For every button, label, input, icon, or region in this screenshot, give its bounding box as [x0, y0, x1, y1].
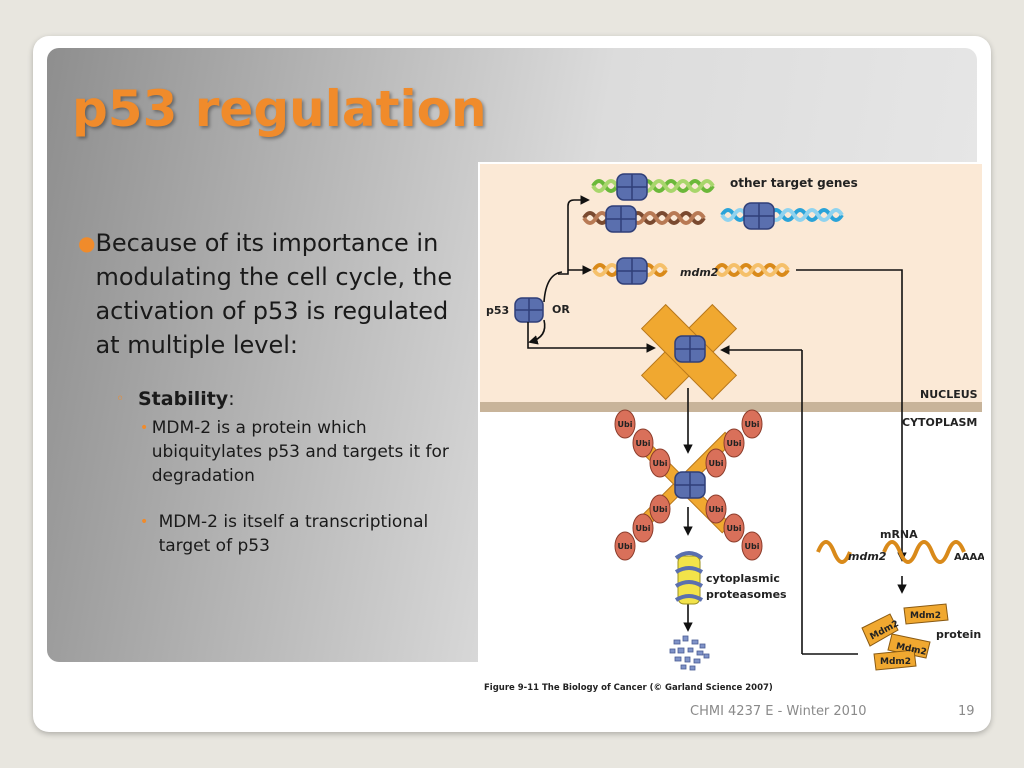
- ubi-label: Ubi: [618, 542, 633, 551]
- subsub-bullet-2: MDM-2 is itself a transcriptional target…: [158, 512, 429, 556]
- degraded-peptides-icon: [669, 635, 710, 671]
- label-other-target-genes: other target genes: [730, 176, 858, 190]
- label-proteasomes: proteasomes: [706, 588, 787, 601]
- dna-helix-blue: [720, 208, 844, 222]
- p53-tetramer-on-mdm2-gene: [616, 257, 648, 285]
- label-or: OR: [552, 303, 570, 316]
- bullet-level3-1: • MDM-2 is a protein which ubiquitylates…: [140, 416, 458, 488]
- stability-colon: :: [228, 388, 235, 410]
- mdm2-protein-icons: [861, 603, 949, 671]
- mdm2-p53-complex-nucleus: [640, 303, 738, 401]
- ubiquitin-labels: Ubi Ubi Ubi Ubi Ubi Ubi Ubi Ubi Ubi Ubi …: [618, 420, 760, 551]
- label-cytoplasmic: cytoplasmic: [706, 572, 780, 585]
- ubi-label: Ubi: [745, 420, 760, 429]
- proteasome-icon: [674, 551, 704, 605]
- ubi-label: Ubi: [618, 420, 633, 429]
- p53-regulation-figure: other target genes mdm2 p53 OR NUCLEUS C…: [478, 162, 984, 698]
- label-p53: p53: [486, 304, 509, 317]
- bullet-level3-2: • MDM-2 is itself a transcriptional targ…: [140, 510, 458, 558]
- slide-body: ● Because of its importance in modulatin…: [78, 226, 458, 558]
- label-mdm2-gene: mdm2: [680, 266, 719, 279]
- label-cytoplasm: CYTOPLASM: [902, 416, 977, 429]
- pathway-arrows: [527, 195, 907, 655]
- label-nucleus: NUCLEUS: [920, 388, 978, 401]
- sub-bullet-text: Stability:: [138, 384, 235, 414]
- bullet-small-dot-icon: •: [140, 514, 149, 530]
- bullet-small-dot-icon: •: [140, 420, 149, 436]
- p53-tetramer-on-dna-1: [616, 173, 648, 201]
- bullet-level2: ◦ Stability:: [116, 384, 458, 414]
- ubi-label: Ubi: [636, 524, 651, 533]
- ubi-label: Ubi: [709, 459, 724, 468]
- dna-helix-green: [591, 179, 715, 193]
- ubi-label: Ubi: [709, 505, 724, 514]
- subsub-bullet-1: MDM-2 is a protein which ubiquitylates p…: [151, 418, 449, 486]
- slide-title: p53 regulation: [72, 80, 487, 138]
- label-mrna-mdm2: mdm2: [848, 550, 887, 563]
- stability-label: Stability: [138, 388, 229, 410]
- mdm2-mrna-strand: [816, 540, 966, 564]
- label-polya-tail: AAAA: [954, 552, 984, 563]
- p53-tetramer-free: [514, 297, 544, 323]
- ubi-label: Ubi: [745, 542, 760, 551]
- figure-caption: Figure 9-11 The Biology of Cancer (© Gar…: [484, 683, 773, 693]
- ubiquitylated-p53-complex: [614, 409, 763, 561]
- footer-course: CHMI 4237 E - Winter 2010: [690, 704, 867, 719]
- p53-tetramer-on-dna-2: [605, 205, 637, 233]
- label-protein: protein: [936, 628, 981, 641]
- nucleus-region: [480, 164, 982, 404]
- ubi-label: Ubi: [653, 505, 668, 514]
- bullet1-text: Because of its importance in modulating …: [95, 229, 453, 359]
- nuclear-membrane: [480, 402, 982, 412]
- ubi-label: Ubi: [636, 439, 651, 448]
- bullet-ring-icon: ◦: [116, 391, 125, 407]
- ubi-label: Ubi: [653, 459, 668, 468]
- ubi-label: Ubi: [727, 524, 742, 533]
- p53-tetramer-on-dna-3: [743, 202, 775, 230]
- ubi-label: Ubi: [727, 439, 742, 448]
- bullet-level1: ● Because of its importance in modulatin…: [78, 226, 458, 362]
- dna-helix-brown: [582, 211, 706, 225]
- slide-number: 19: [958, 704, 975, 719]
- mdm2-protein-label: Mdm2: [910, 611, 941, 621]
- bullet-dot-icon: ●: [78, 231, 96, 255]
- mdm2-protein-label: Mdm2: [880, 657, 911, 667]
- label-mrna: mRNA: [880, 528, 918, 541]
